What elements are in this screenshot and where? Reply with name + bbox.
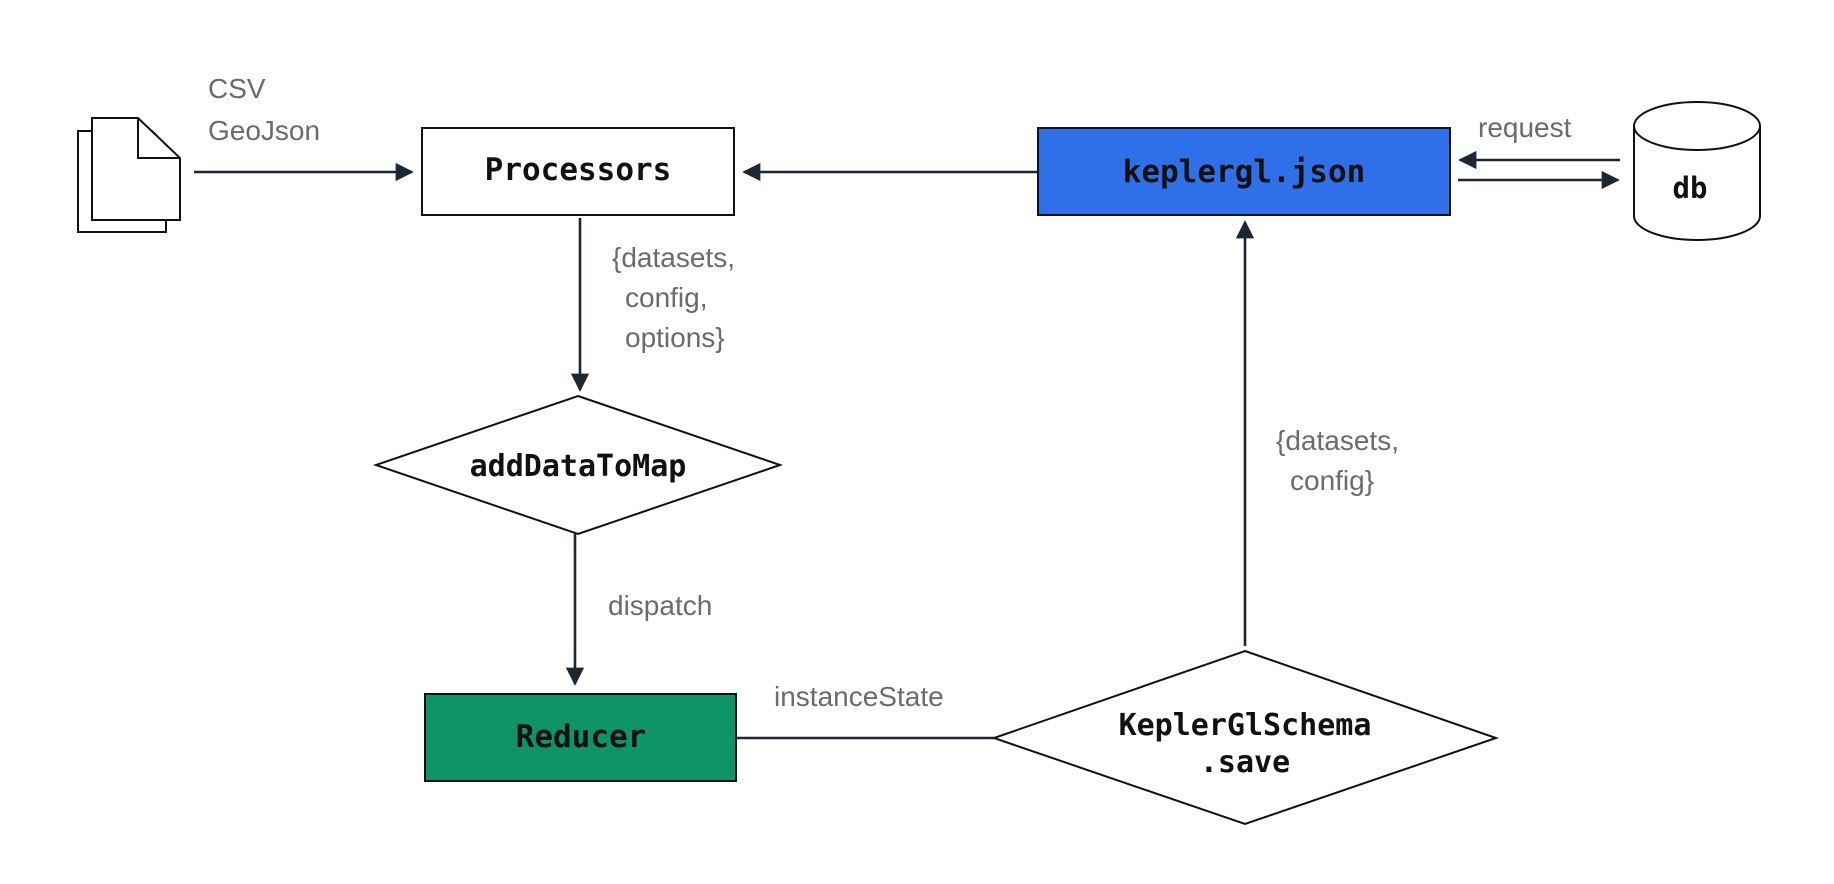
keplergl-json-node: keplergl.json bbox=[1037, 127, 1451, 216]
processors-label: Processors bbox=[485, 152, 672, 188]
input-format-geojson-label: GeoJson bbox=[208, 115, 320, 146]
processor-output-options-label: options} bbox=[625, 322, 725, 353]
keplergl-json-box bbox=[1037, 127, 1451, 216]
schema-save-label-line2: .save bbox=[1200, 745, 1290, 780]
reducer-box bbox=[424, 693, 737, 782]
documents-icon bbox=[77, 117, 181, 233]
database-cylinder-icon: db bbox=[1633, 101, 1761, 241]
instance-state-label: instanceState bbox=[774, 681, 944, 712]
request-label: request bbox=[1478, 112, 1572, 143]
reducer-label: Reducer bbox=[516, 719, 647, 755]
db-label: db bbox=[1673, 171, 1708, 205]
processor-output-config-label: config, bbox=[625, 282, 708, 313]
schema-save-node: KeplerGlSchema .save bbox=[990, 649, 1500, 826]
add-data-to-map-label: addDataToMap bbox=[470, 449, 687, 484]
dispatch-label: dispatch bbox=[608, 590, 712, 621]
save-output-datasets-label: {datasets, bbox=[1276, 425, 1399, 456]
processors-node: Processors bbox=[421, 127, 735, 216]
schema-save-label-line1: KeplerGlSchema bbox=[1119, 708, 1372, 743]
add-data-to-map-node: addDataToMap bbox=[372, 394, 784, 536]
keplergl-json-label: keplergl.json bbox=[1123, 154, 1366, 190]
processor-output-datasets-label: {datasets, bbox=[612, 242, 735, 273]
input-format-csv-label: CSV bbox=[208, 73, 266, 104]
save-output-config-label: config} bbox=[1290, 465, 1374, 496]
reducer-node: Reducer bbox=[424, 693, 737, 782]
